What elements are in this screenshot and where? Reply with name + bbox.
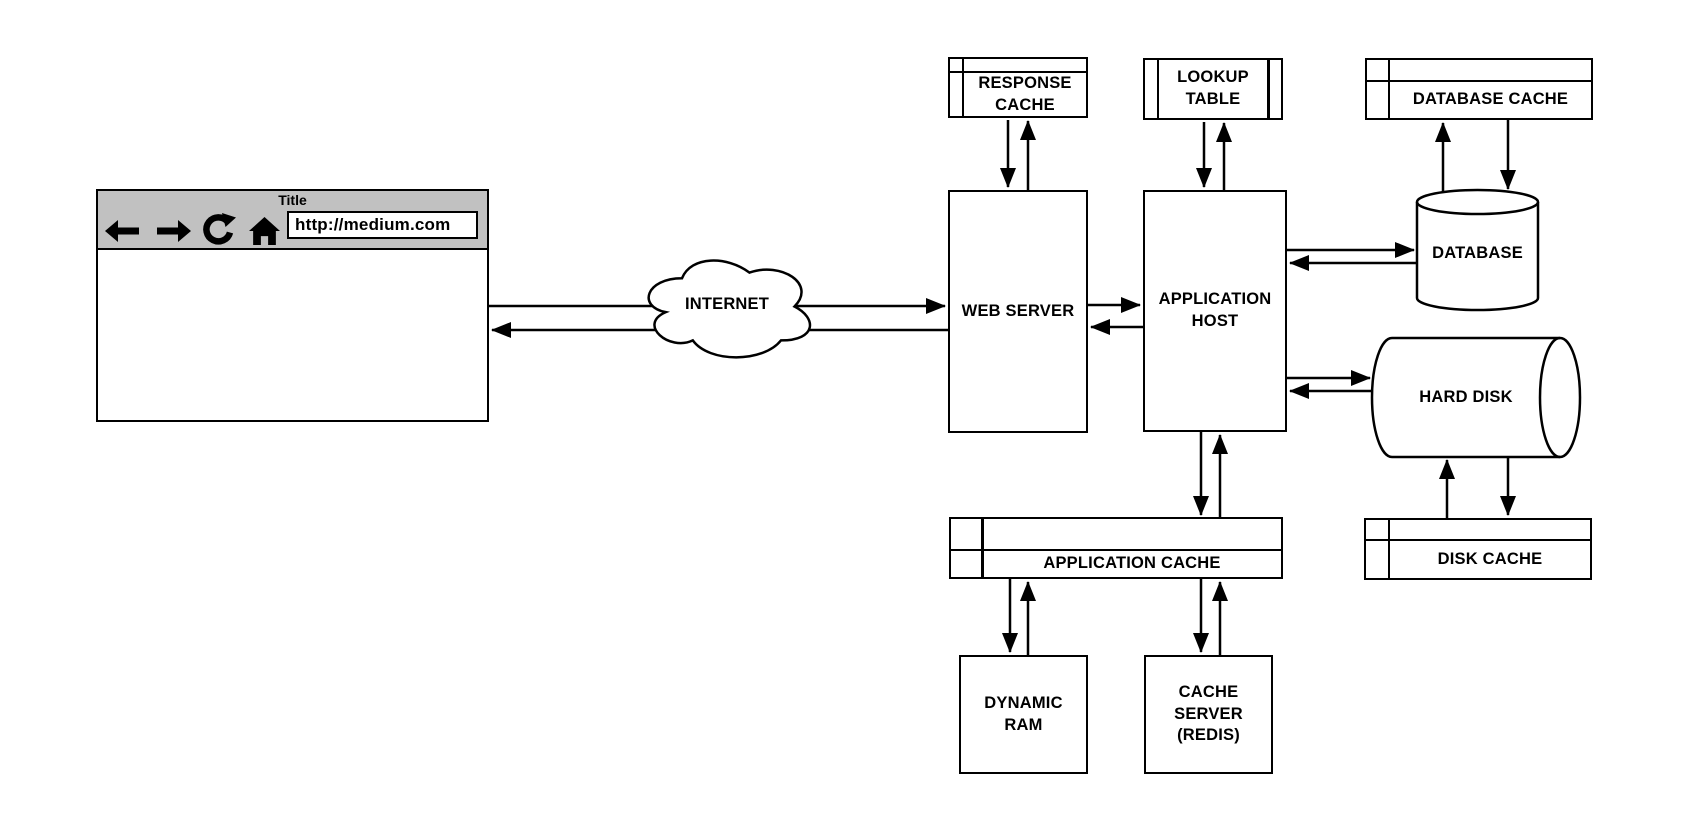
divider <box>951 548 1281 551</box>
node-cache-server: CACHE SERVER (REDIS) <box>1144 655 1273 774</box>
node-web-server: WEB SERVER <box>948 190 1088 433</box>
divider <box>961 59 964 116</box>
node-label: DATABASE CACHE <box>1412 90 1569 109</box>
connectors <box>489 120 1516 655</box>
node-dynamic-ram: DYNAMIC RAM <box>959 655 1088 774</box>
divider <box>1366 538 1590 541</box>
forward-icon <box>157 220 191 242</box>
browser-toolbar: Title http://medium.com <box>98 191 487 250</box>
database-cylinder <box>1415 188 1540 312</box>
internet-label: INTERNET <box>684 294 770 313</box>
node-label: CACHE SERVER (REDIS) <box>1174 682 1243 745</box>
url-field: http://medium.com <box>287 211 478 239</box>
divider <box>1367 79 1591 82</box>
browser-title: Title <box>278 192 307 208</box>
node-application-cache: APPLICATION CACHE <box>949 517 1283 579</box>
database-label: DATABASE <box>1432 243 1523 262</box>
side-bar <box>1156 60 1159 118</box>
divider <box>981 519 984 577</box>
node-label: RESPONSE CACHE <box>978 73 1072 114</box>
node-label: APPLICATION HOST <box>1158 290 1272 330</box>
node-label: WEB SERVER <box>961 301 1075 320</box>
node-label: DISK CACHE <box>1437 549 1543 568</box>
node-disk-cache: DISK CACHE <box>1364 518 1592 580</box>
hard-disk-label: HARD DISK <box>1419 388 1513 406</box>
browser-page-body <box>98 250 487 419</box>
internet-cloud <box>647 259 812 359</box>
divider <box>1387 60 1390 118</box>
side-bar <box>1267 60 1270 118</box>
node-label: DYNAMIC RAM <box>984 693 1063 734</box>
node-lookup-table: LOOKUP TABLE <box>1143 58 1283 120</box>
home-icon <box>249 217 280 245</box>
back-icon <box>105 220 139 242</box>
node-application-host: APPLICATION HOST <box>1143 190 1287 432</box>
browser-window: Title http://medium.com <box>96 189 489 422</box>
refresh-icon <box>203 213 236 245</box>
node-response-cache: RESPONSE CACHE <box>948 57 1088 118</box>
divider <box>1387 520 1390 578</box>
hard-disk-cylinder <box>1370 336 1582 459</box>
url-text: http://medium.com <box>295 215 451 234</box>
node-database-cache: DATABASE CACHE <box>1365 58 1593 120</box>
node-label: APPLICATION CACHE <box>1043 554 1221 573</box>
node-label: LOOKUP TABLE <box>1177 68 1249 108</box>
divider <box>950 70 1086 73</box>
